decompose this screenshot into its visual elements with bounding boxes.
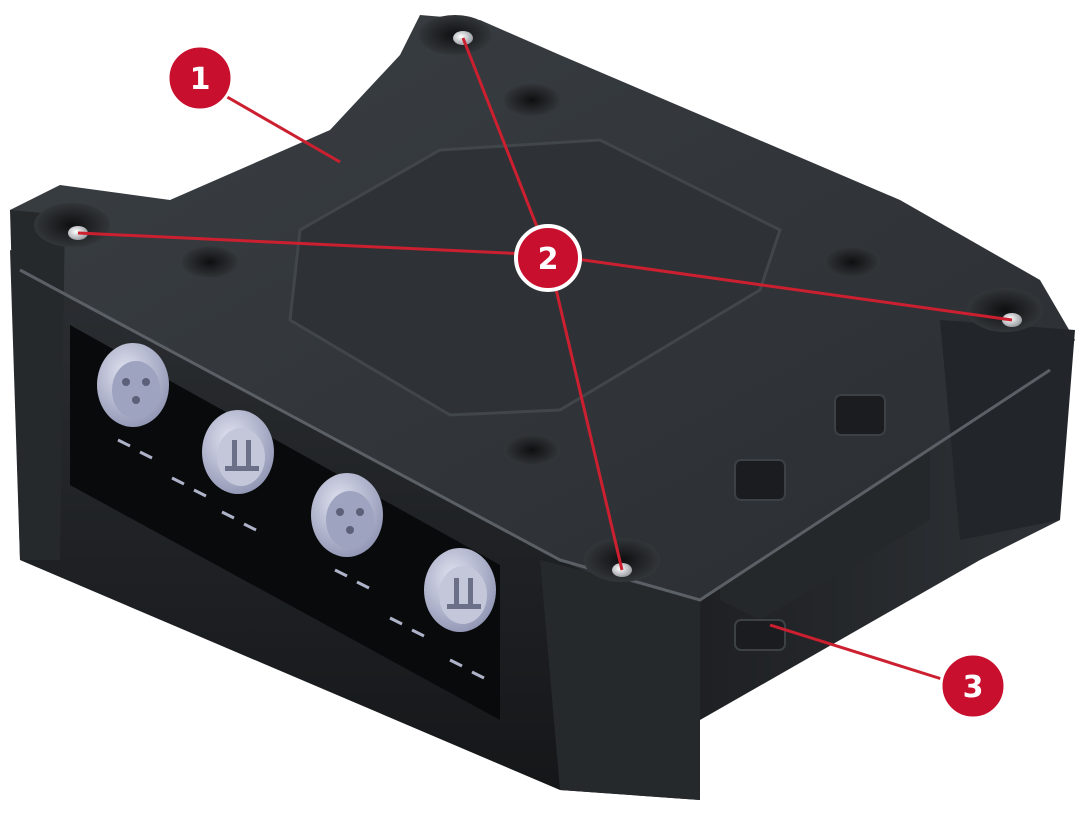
hole bbox=[504, 434, 560, 466]
side-tabs bbox=[734, 394, 886, 651]
hole bbox=[824, 246, 880, 278]
callout-2: 2 bbox=[514, 224, 582, 292]
leader-line-1 bbox=[214, 88, 341, 164]
hole bbox=[182, 246, 238, 278]
callout-label: 2 bbox=[538, 242, 559, 277]
side-tab bbox=[734, 619, 786, 651]
hole bbox=[584, 538, 660, 582]
callout-3: 3 bbox=[939, 652, 1007, 720]
leader-line-2a bbox=[461, 37, 550, 256]
callout-label: 1 bbox=[190, 62, 211, 97]
leader-line-2d bbox=[546, 254, 624, 571]
connector-panel bbox=[70, 325, 500, 720]
xlr-female-icon bbox=[97, 343, 169, 427]
xlr-male-icon bbox=[424, 548, 496, 632]
hole bbox=[34, 203, 110, 247]
leader-line-3 bbox=[769, 623, 946, 682]
hole bbox=[967, 288, 1043, 332]
side-tab bbox=[834, 394, 886, 436]
connectors bbox=[97, 343, 496, 680]
leader-line-2c bbox=[547, 253, 1013, 322]
side-tab bbox=[734, 459, 786, 501]
leader-lines bbox=[77, 37, 1013, 682]
corner-pillar-front bbox=[540, 560, 700, 800]
xlr-male-icon bbox=[202, 410, 274, 494]
callout-label: 3 bbox=[963, 670, 984, 705]
device-body bbox=[10, 15, 1075, 800]
corner-pillar-left bbox=[10, 210, 65, 560]
mounting-holes bbox=[34, 15, 1043, 582]
leader-line-2b bbox=[77, 231, 549, 257]
hole bbox=[504, 84, 560, 116]
callout-1: 1 bbox=[166, 44, 234, 112]
xlr-female-icon bbox=[311, 473, 383, 557]
panel-dashes bbox=[117, 438, 485, 680]
